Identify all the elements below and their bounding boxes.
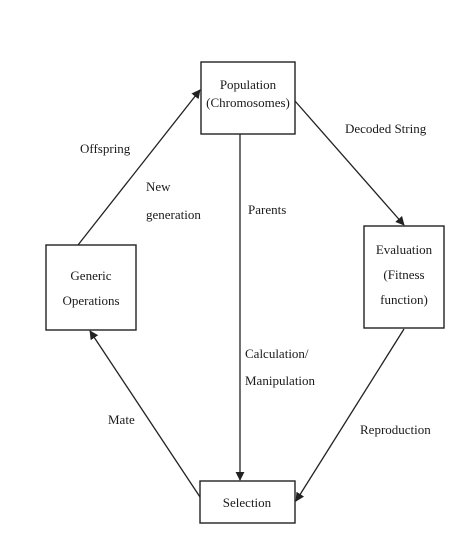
selection-box [199, 480, 296, 524]
new-generation-label-line1: New [146, 179, 171, 194]
evaluation-title: Evaluation [376, 242, 433, 257]
mate-label: Mate [108, 412, 135, 427]
decoded-string-arrow [294, 100, 405, 226]
calculation-label-line1: Calculation/ [245, 346, 309, 361]
generic-operations-title: Generic [70, 268, 111, 283]
population-box [200, 61, 296, 135]
generic-operations-box [45, 244, 137, 331]
offspring-label: Offspring [80, 141, 131, 156]
evaluation-subtitle-line1: (Fitness [383, 267, 424, 282]
reproduction-label: Reproduction [360, 422, 431, 437]
offspring-arrow [77, 89, 201, 246]
mate-arrow [89, 330, 201, 498]
reproduction-arrow [295, 328, 405, 502]
population-subtitle: (Chromosomes) [206, 95, 290, 110]
evaluation-box [363, 225, 445, 329]
selection-node: Selection [199, 480, 296, 524]
generic-operations-node: Generic Operations [45, 244, 137, 331]
calculation-label-line2: Manipulation [245, 373, 316, 388]
selection-title: Selection [223, 495, 272, 510]
evaluation-node: Evaluation (Fitness function) [363, 225, 445, 329]
decoded-string-label: Decoded String [345, 121, 427, 136]
new-generation-label-line2: generation [146, 207, 201, 222]
generic-operations-subtitle: Operations [62, 293, 119, 308]
population-node: Population (Chromosomes) [200, 61, 296, 135]
parents-label: Parents [248, 202, 286, 217]
evaluation-subtitle-line2: function) [380, 292, 428, 307]
population-title: Population [220, 77, 277, 92]
